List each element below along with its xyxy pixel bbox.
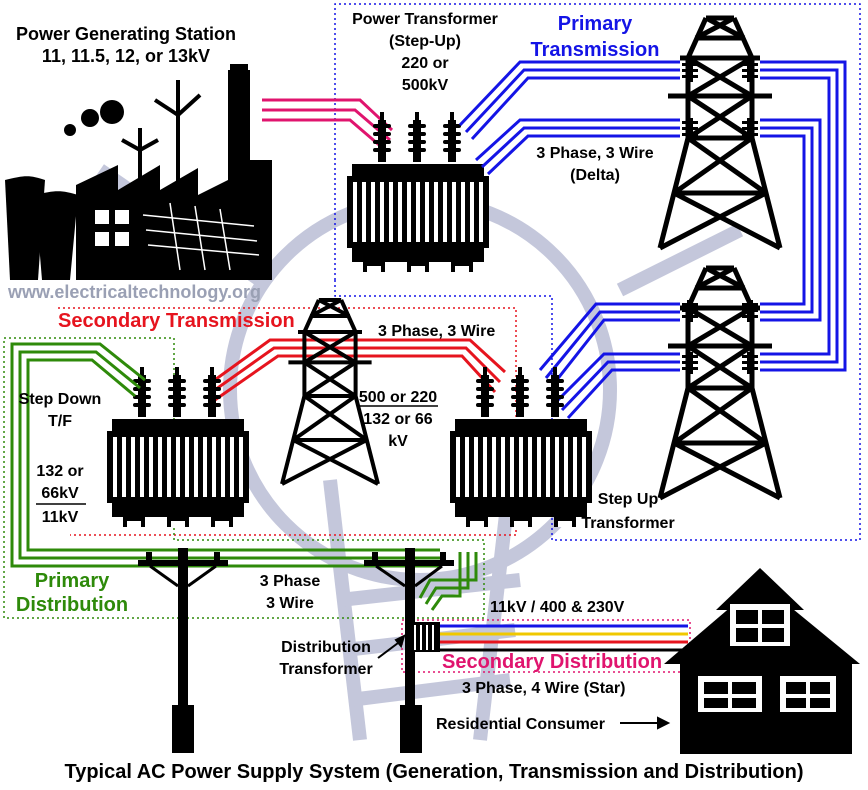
transmission-tower-top	[660, 18, 780, 248]
power-station	[5, 64, 272, 280]
diagram-title: Typical AC Power Supply System (Generati…	[64, 761, 803, 783]
labels: Power Generating Station 11, 11.5, 12, o…	[16, 11, 804, 783]
generation-lines	[262, 98, 394, 152]
delta-label-2: (Delta)	[570, 167, 620, 184]
three-phase-wire-2: 3 Wire	[266, 595, 314, 612]
primary-transmission-lines	[458, 60, 847, 420]
arrows	[377, 634, 671, 730]
voltage-mid-1: 500 or 220	[359, 389, 437, 406]
step-down-ratio-2: 66kV	[41, 485, 79, 502]
power-transformer-type: (Step-Up)	[389, 33, 461, 50]
house-icon	[664, 568, 860, 754]
power-transformer-voltage-2: 500kV	[402, 77, 449, 94]
primary-transmission-label-2: Transmission	[531, 39, 660, 61]
delta-label: 3 Phase, 3 Wire	[536, 145, 653, 162]
watermark-text: www.electricaltechnology.org	[7, 282, 261, 302]
star-wire-label: 3 Phase, 4 Wire (Star)	[462, 680, 625, 697]
primary-transmission-label: Primary	[558, 13, 633, 35]
three-phase-3wire-mid: 3 Phase, 3 Wire	[378, 323, 495, 340]
power-transformer-label: Power Transformer	[352, 11, 498, 28]
distribution-transformer-label: Distribution	[281, 639, 371, 656]
voltage-mid-2: 132 or 66	[363, 411, 432, 428]
distribution-transformer-label-2: Transformer	[279, 661, 372, 678]
dist-voltage-label: 11kV / 400 & 230V	[490, 599, 625, 616]
step-down-label-2: T/F	[48, 413, 72, 430]
primary-distribution-label: Primary	[35, 570, 110, 592]
step-down-ratio-1: 132 or	[36, 463, 83, 480]
voltage-mid-3: kV	[388, 433, 408, 450]
primary-distribution-label-2: Distribution	[16, 594, 128, 616]
distribution-transformer	[410, 622, 440, 652]
residential-consumer-label: Residential Consumer	[436, 716, 605, 733]
three-phase-wire-1: 3 Phase	[260, 573, 321, 590]
secondary-distribution-lines	[440, 624, 688, 652]
power-transformer-voltage-1: 220 or	[401, 55, 448, 72]
generating-station-voltage: 11, 11.5, 12, or 13kV	[42, 46, 210, 66]
step-down-label: Step Down	[19, 391, 102, 408]
step-up-label: Step Up	[598, 491, 659, 508]
secondary-transmission-label: Secondary Transmission	[58, 310, 295, 332]
secondary-transmission-lines	[211, 338, 507, 404]
secondary-distribution-label: Secondary Distribution	[442, 651, 662, 673]
step-up-transformer	[450, 367, 592, 527]
generating-station-label: Power Generating Station	[16, 24, 236, 44]
step-down-ratio-3: 11kV	[42, 509, 79, 526]
utility-pole-left	[138, 548, 228, 753]
step-up-label-2: Transformer	[581, 515, 674, 532]
